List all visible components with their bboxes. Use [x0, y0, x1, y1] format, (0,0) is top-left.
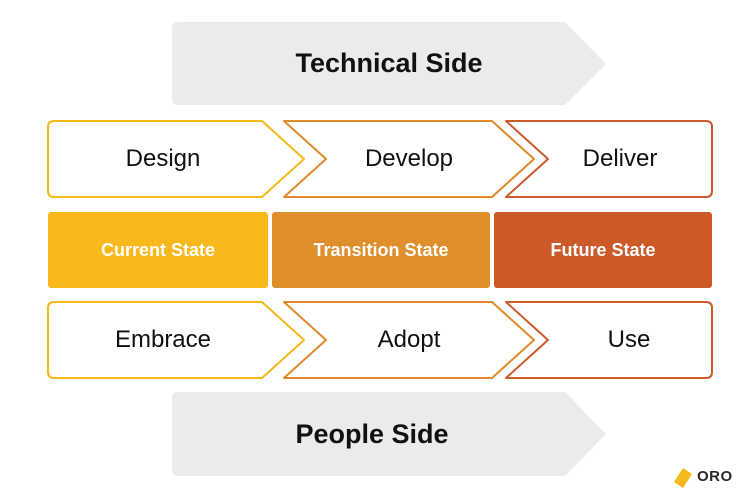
embrace-chevron — [47, 301, 305, 379]
design-label: Design — [125, 145, 201, 172]
use-chevron — [505, 301, 713, 379]
future-state-bar — [494, 212, 712, 288]
adopt-chevron — [283, 301, 535, 379]
current-state-label: Current State — [100, 239, 216, 260]
oro-logo-text: ORO — [697, 468, 733, 485]
design-chevron — [47, 120, 305, 198]
use-label: Use — [607, 326, 651, 353]
develop-chevron — [283, 120, 535, 198]
people-banner-arrow — [172, 392, 606, 476]
future-state-label: Future State — [550, 239, 656, 260]
deliver-chevron — [505, 120, 713, 198]
technical-banner-arrow — [172, 22, 606, 105]
deliver-label: Deliver — [582, 145, 658, 172]
people-side-label: People Side — [295, 418, 449, 449]
technical-side-label: Technical Side — [295, 48, 483, 78]
develop-label: Develop — [364, 145, 454, 172]
adopt-label: Adopt — [377, 326, 441, 353]
current-state-bar — [48, 212, 268, 288]
oro-logo-icon — [674, 468, 692, 488]
embrace-label: Embrace — [114, 326, 212, 353]
transition-state-bar — [272, 212, 490, 288]
transition-state-label: Transition State — [313, 239, 449, 260]
